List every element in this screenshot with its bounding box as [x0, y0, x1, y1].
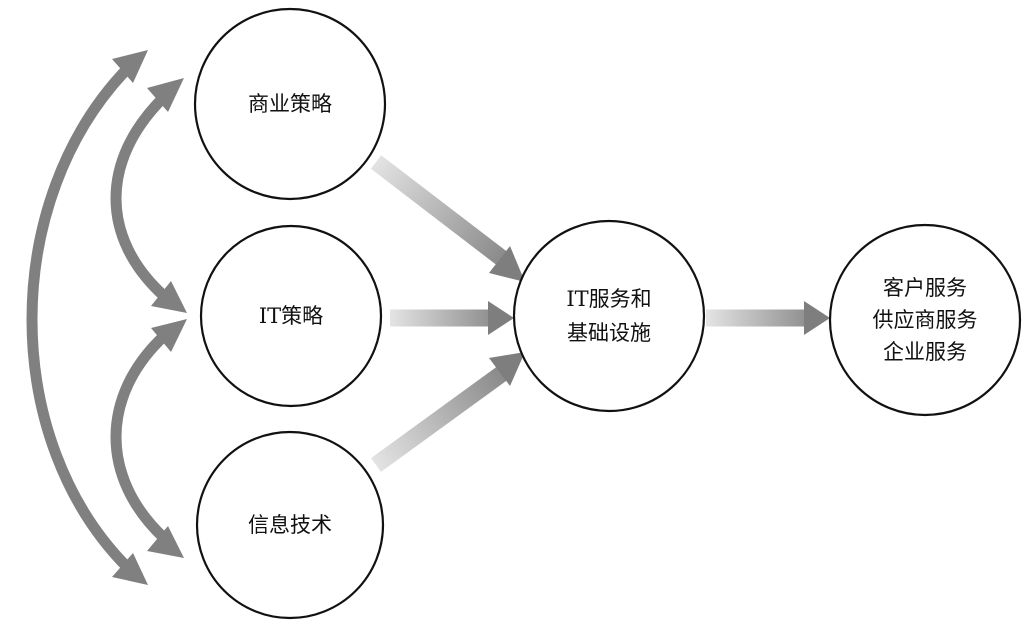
alignment-arrows [26, 64, 168, 572]
node-outcomes-label-line2: 供应商服务 [873, 308, 978, 332]
arrowhead-lower-top [151, 319, 187, 352]
arrowhead-outer-top [112, 50, 148, 83]
flow-arrow-business-to-it-services [370, 155, 525, 282]
arrow-it-strategy-to-technology [110, 331, 168, 543]
arrowhead-lower-bottom [147, 526, 184, 558]
alignment-arrowheads [112, 50, 187, 585]
arrowhead-outer-bottom [112, 553, 148, 585]
node-it-services-label-line2: 基础设施 [567, 321, 651, 345]
arrowhead-upper-bottom [151, 281, 187, 313]
node-business-strategy: 商业策略 [193, 7, 387, 201]
node-outcomes-label-line3: 企业服务 [883, 340, 967, 364]
flow-arrow-it-strategy-to-it-services [390, 301, 514, 335]
flow-arrow-technology-to-it-services [371, 352, 525, 472]
flow-arrow-it-services-to-outcomes [706, 301, 830, 335]
arrowhead-upper-top [147, 78, 184, 112]
node-it-strategy: IT策略 [199, 224, 383, 408]
node-outcomes: 客户服务 供应商服务 企业服务 [828, 223, 1022, 417]
node-it-services-label-line1: IT服务和 [566, 287, 651, 311]
node-information-technology-label: 信息技术 [248, 513, 332, 537]
node-outcomes-label-line1: 客户服务 [883, 276, 967, 300]
arrow-business-to-it-strategy [110, 93, 168, 301]
node-it-services-infrastructure: IT服务和 基础设施 [512, 219, 706, 413]
node-it-strategy-label: IT策略 [259, 304, 323, 328]
arrow-business-to-technology [26, 64, 132, 572]
node-information-technology: 信息技术 [195, 430, 385, 620]
node-business-strategy-label: 商业策略 [248, 92, 332, 116]
